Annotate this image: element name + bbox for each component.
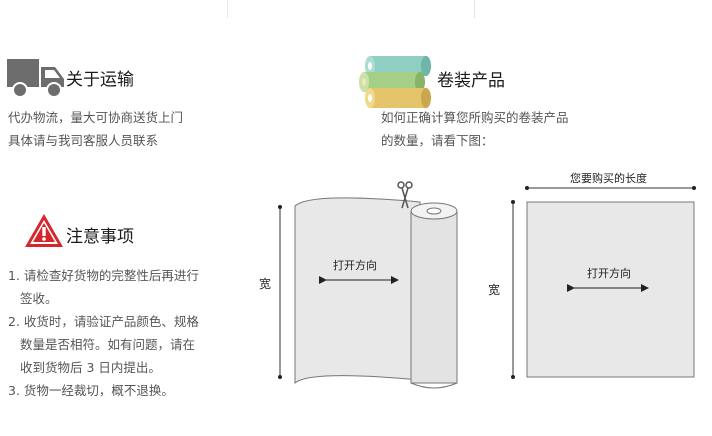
- shipping-title: 关于运输: [66, 70, 134, 90]
- sheet-diagram-drawing: [511, 186, 696, 379]
- list-item: 数量是否相符。如有问题，请在: [20, 337, 196, 352]
- shipping-line-1: 代办物流，量大可协商送货上门: [8, 110, 184, 125]
- roll-direction-label: 打开方向: [333, 259, 377, 272]
- top-divider-left: [227, 0, 228, 18]
- sheet-width-label: 宽: [488, 283, 501, 297]
- warning-triangle-icon: [25, 214, 63, 247]
- list-item: 3. 货物一经裁切，概不退换。: [8, 383, 174, 398]
- film-rolls-icon: [359, 56, 431, 108]
- notice-list: 1. 请检查好货物的完整性后再进行 签收。 2. 收货时，请验证产品颜色、规格 …: [8, 264, 199, 402]
- roll-line-1: 如何正确计算您所购买的卷装产品: [381, 110, 569, 125]
- list-item: 1. 请检查好货物的完整性后再进行: [8, 268, 199, 283]
- roll-width-label: 宽: [259, 277, 272, 291]
- list-item: 收到货物后 3 日内提出。: [20, 360, 161, 375]
- truck-icon: [7, 59, 64, 98]
- notice-title: 注意事项: [66, 227, 134, 247]
- list-item: 签收。: [20, 291, 58, 306]
- roll-title: 卷装产品: [437, 71, 505, 91]
- sheet-length-label: 您要购买的长度: [570, 172, 647, 185]
- list-item: 2. 收货时，请验证产品颜色、规格: [8, 314, 199, 329]
- scissors-icon: [397, 181, 413, 209]
- roll-line-2: 的数量，请看下图：: [381, 133, 494, 148]
- top-divider-right: [474, 0, 475, 18]
- roll-diagram-drawing: [278, 197, 458, 389]
- shipping-line-2: 具体请与我司客服人员联系: [8, 133, 159, 148]
- sheet-direction-label: 打开方向: [587, 267, 631, 280]
